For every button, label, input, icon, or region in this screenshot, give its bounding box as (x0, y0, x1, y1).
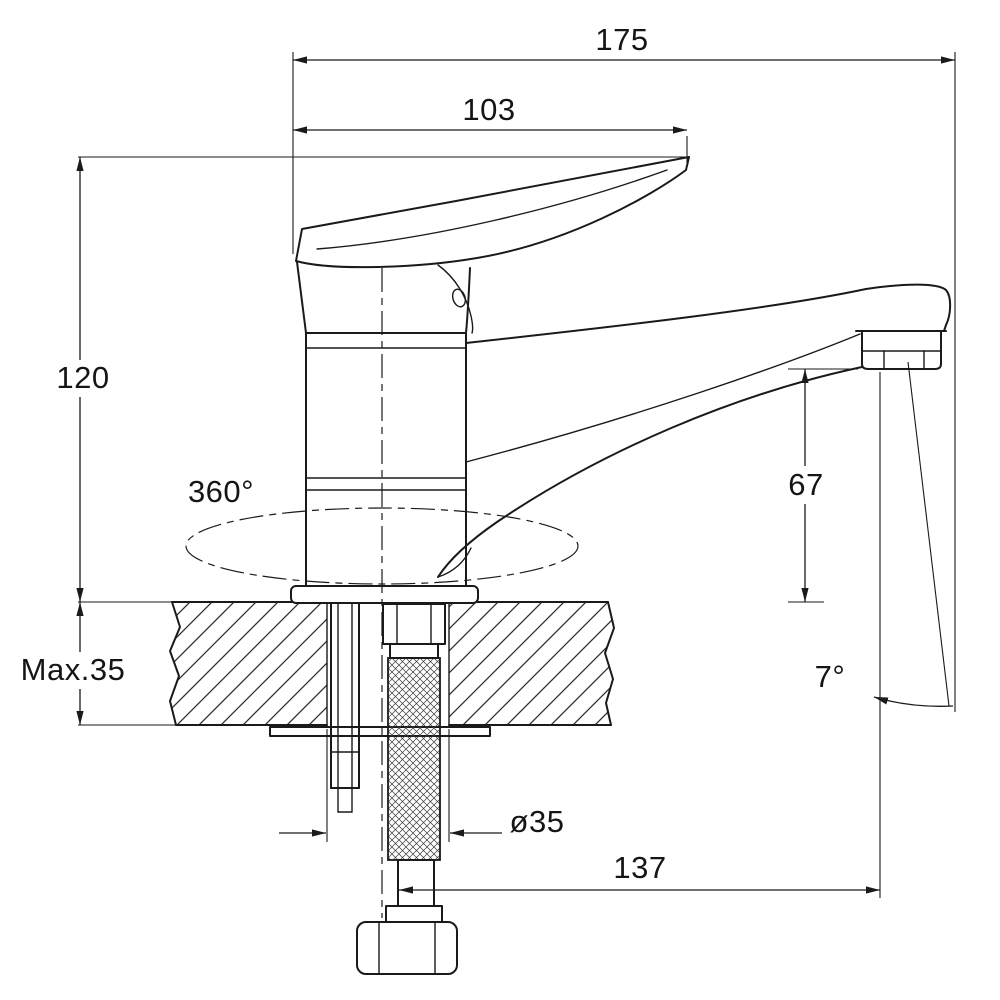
hose-top-nut (382, 603, 446, 645)
spout-base-curl (437, 547, 472, 578)
dimension-label-103: 103 (462, 92, 515, 127)
swivel-rotation-ellipse (185, 507, 579, 585)
spout-head (865, 283, 952, 332)
dimension-labels: 175 103 120 Max.35 67 360° 7° ø35 137 (18, 22, 845, 885)
countertop-hatch-right (449, 602, 614, 725)
dimension-label-dia35: ø35 (510, 804, 565, 839)
hose-lower-collar (385, 905, 443, 923)
hose-braided-section (387, 657, 441, 861)
faucet-body (305, 332, 467, 587)
dimension-label-max35: Max.35 (21, 652, 126, 687)
spout-top-edge (465, 288, 867, 344)
label-background-120 (51, 360, 115, 397)
hose-end-nut (356, 921, 458, 975)
cap-left-edge (296, 261, 307, 334)
spout-underside-edge (437, 366, 863, 578)
dimension-label-67: 67 (788, 467, 823, 502)
hose-lower-neck (397, 859, 435, 907)
handle-outline (295, 156, 690, 269)
dimension-label-7deg: 7° (815, 659, 846, 694)
centerlines (185, 268, 579, 918)
label-background-67 (781, 466, 831, 504)
mounting-washer-plate (269, 726, 491, 737)
countertop-break-edge-right (604, 601, 615, 726)
outlet-axis-slant-line (907, 361, 950, 707)
countertop-section (169, 601, 615, 726)
threaded-mounting-stud (330, 603, 360, 813)
base-escutcheon-plate (290, 585, 479, 604)
dimension-label-120: 120 (56, 360, 109, 395)
handle-hinge-boss (437, 264, 474, 334)
handle-screw-cover (451, 288, 467, 308)
swivel-spout (437, 283, 952, 578)
dimension-label-175: 175 (595, 22, 648, 57)
lever-handle (295, 156, 690, 334)
angle-arc-7deg (873, 696, 954, 707)
handle-ridge-line (316, 169, 668, 250)
under-counter-hardware (269, 603, 491, 975)
cartridge-cap (296, 261, 471, 334)
hose-top-collar (389, 643, 439, 659)
reference-lines (78, 156, 858, 726)
spout-outlet-block (861, 330, 942, 370)
faucet (290, 156, 952, 604)
dimension-label-137: 137 (613, 850, 666, 885)
spout-inner-contour (465, 333, 861, 463)
flexible-supply-hose (356, 603, 458, 975)
countertop-hatch-left (170, 602, 327, 725)
cap-right-edge (465, 267, 471, 334)
countertop-break-edge-left (169, 601, 181, 726)
label-background-max35 (18, 652, 128, 689)
annotation-label-360deg: 360° (188, 474, 254, 509)
